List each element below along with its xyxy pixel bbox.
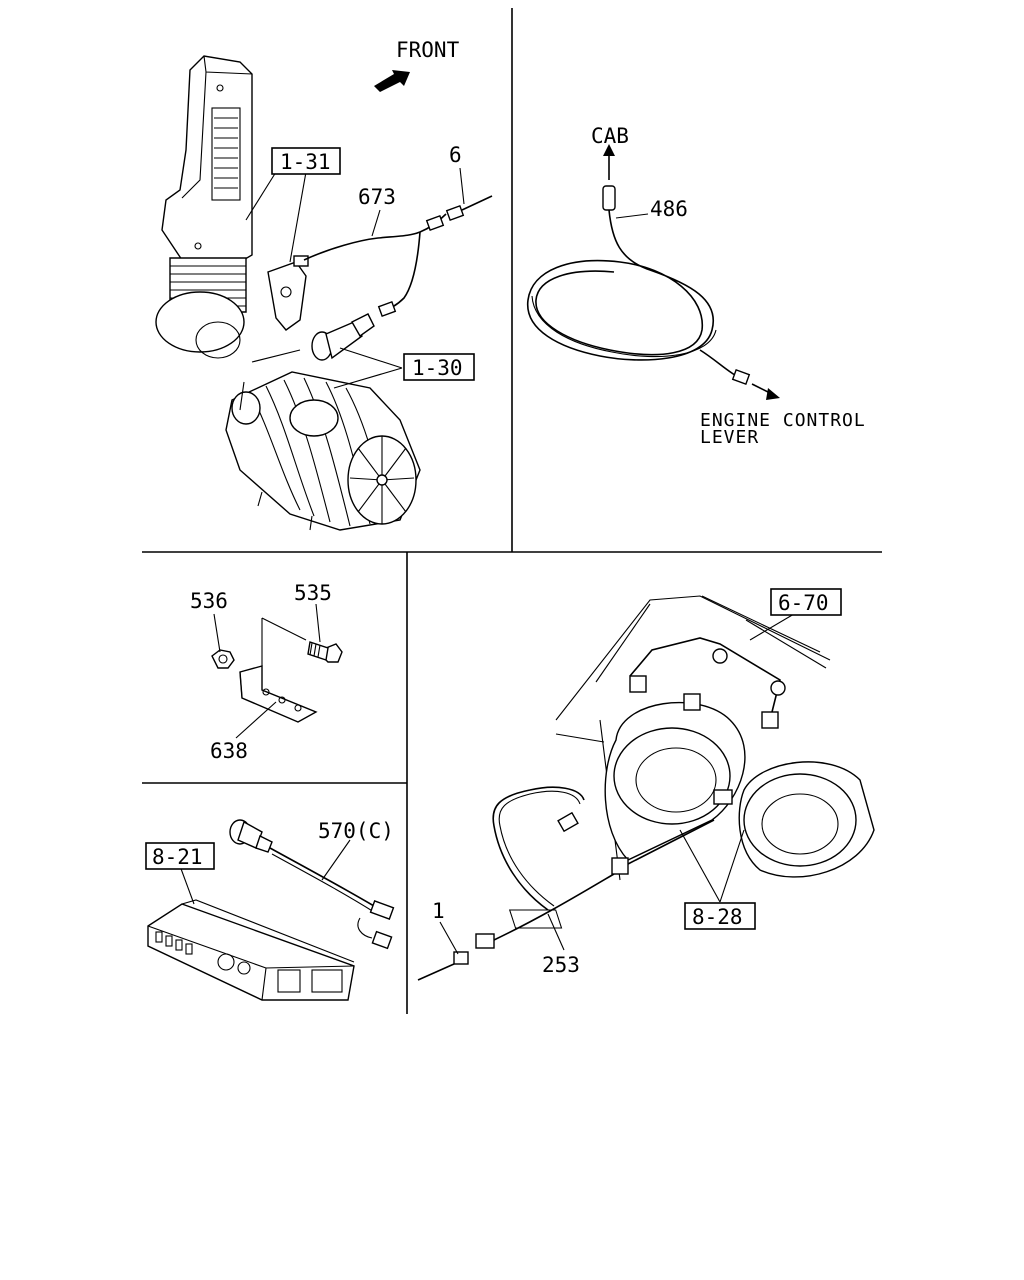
cab-label: CAB <box>591 124 629 148</box>
bracket-638 <box>239 665 318 723</box>
callout-6-70: 6-70 <box>778 591 829 615</box>
panel-dividers <box>142 8 882 1014</box>
destination-line-2: LEVER <box>700 427 759 448</box>
callout-1-31: 1-31 <box>280 150 331 174</box>
sensor-570c-cable <box>269 847 375 907</box>
panel-controller: 8-21 570(C) <box>145 819 563 1001</box>
part-number-536: 536 <box>190 589 228 613</box>
sensor-570c <box>229 819 273 853</box>
intake-air-sensor <box>311 313 375 361</box>
part-number-535: 535 <box>294 581 332 605</box>
callout-box-6-70 <box>770 588 842 616</box>
intake-duct <box>155 55 253 359</box>
callout-box-8-28 <box>684 902 756 930</box>
harness-connector-bottom <box>731 369 751 385</box>
destination-line-1: ENGINE CONTROL <box>700 410 866 431</box>
front-label: FRONT <box>396 38 460 62</box>
leaders-panel-5 <box>439 613 795 955</box>
panel-bracket: 536 535 638 <box>190 581 343 763</box>
part-number-638: 638 <box>210 739 248 763</box>
wire-6 <box>461 195 493 211</box>
harness-673 <box>303 213 447 261</box>
panel-exhaust-brake: 6-70 8-28 1 253 <box>417 588 875 981</box>
part-number-673: 673 <box>358 185 396 209</box>
part-number-1: 1 <box>432 899 445 923</box>
exhaust-pipe <box>604 701 875 878</box>
harness-486 <box>527 209 741 379</box>
part-number-6: 6 <box>449 143 462 167</box>
callout-box-1-31 <box>271 147 341 175</box>
panel-cab-harness: CAB 486 ENGINE CONTROL LEVER <box>527 124 866 448</box>
part-number-253: 253 <box>542 953 580 977</box>
callout-8-28: 8-28 <box>692 905 743 929</box>
mounting-bracket <box>629 637 786 805</box>
callout-8-21: 8-21 <box>152 845 203 869</box>
panel-air-cleaner: FRONT <box>155 38 493 531</box>
callout-1-30: 1-30 <box>412 356 463 380</box>
up-arrow-icon <box>603 144 615 180</box>
engine-outline <box>555 595 831 881</box>
controller-unit <box>147 899 563 1001</box>
leaders-panel-4 <box>179 839 351 905</box>
harness-253 <box>417 786 715 981</box>
callout-box-8-21 <box>145 842 215 870</box>
vacuum-switch <box>267 255 309 331</box>
part-number-570c: 570(C) <box>318 819 394 843</box>
front-arrow-icon <box>374 70 410 92</box>
right-arrow-icon <box>751 383 780 400</box>
harness-connector-top <box>602 185 616 211</box>
bolt-535 <box>307 641 343 663</box>
part-number-486: 486 <box>650 197 688 221</box>
callout-box-1-30 <box>403 353 475 381</box>
leaders-panel-3 <box>213 603 321 739</box>
air-cleaner-housing <box>225 371 421 531</box>
nut-536 <box>211 649 235 669</box>
sensor-570c-connector <box>369 900 395 920</box>
